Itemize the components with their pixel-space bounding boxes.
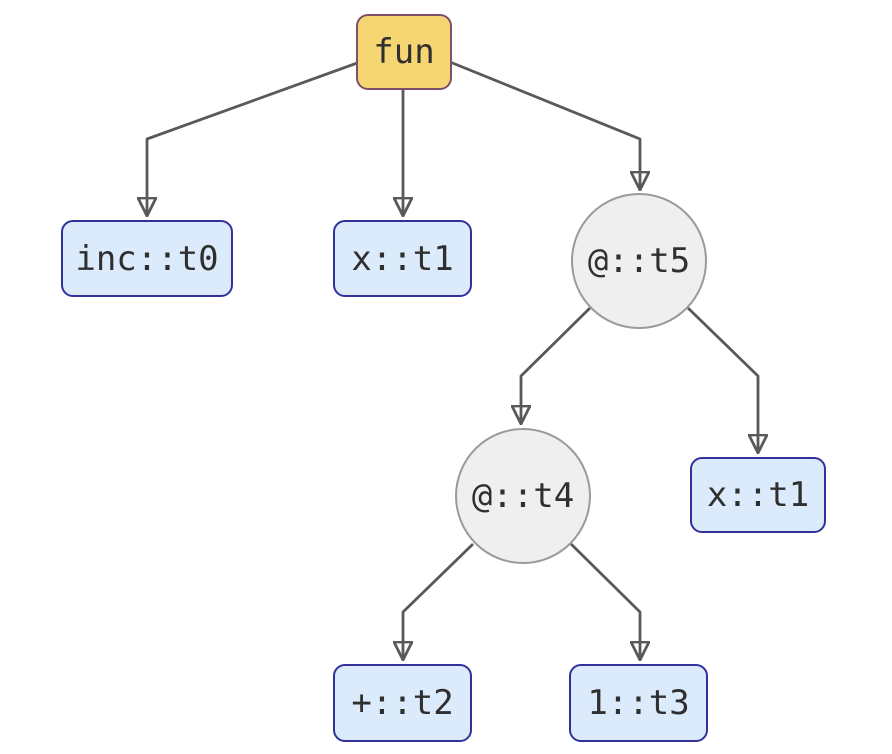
node-x-t1-param-label: x::t1 xyxy=(351,238,454,279)
node-one-t3-label: 1::t3 xyxy=(587,683,690,723)
node-inc-t0: inc::t0 xyxy=(61,220,233,297)
edge-fun-to-inc-t0 xyxy=(147,60,361,216)
node-app-t5: @::t5 xyxy=(571,193,707,329)
edge-fun-to-app-t5 xyxy=(449,60,640,190)
edge-app-t4-to-plus-t2 xyxy=(403,542,474,660)
node-one-t3: 1::t3 xyxy=(569,664,708,742)
node-app-t4-label: @::t4 xyxy=(471,476,575,516)
node-x-t1-arg-label: x::t1 xyxy=(706,475,810,515)
edge-app-t4-to-one-t3 xyxy=(570,543,640,660)
edge-app-t5-to-x-t1 xyxy=(687,306,758,453)
node-app-t4: @::t4 xyxy=(455,428,591,564)
node-x-t1-param: x::t1 xyxy=(333,220,472,297)
node-inc-t0-label: inc::t0 xyxy=(75,238,219,279)
node-plus-t2: +::t2 xyxy=(333,664,472,742)
edge-app-t5-to-app-t4 xyxy=(521,307,591,424)
node-fun: fun xyxy=(356,14,452,90)
node-plus-t2-label: +::t2 xyxy=(351,683,454,723)
node-x-t1-arg: x::t1 xyxy=(690,457,826,533)
node-fun-label: fun xyxy=(373,32,435,72)
node-app-t5-label: @::t5 xyxy=(587,241,691,281)
